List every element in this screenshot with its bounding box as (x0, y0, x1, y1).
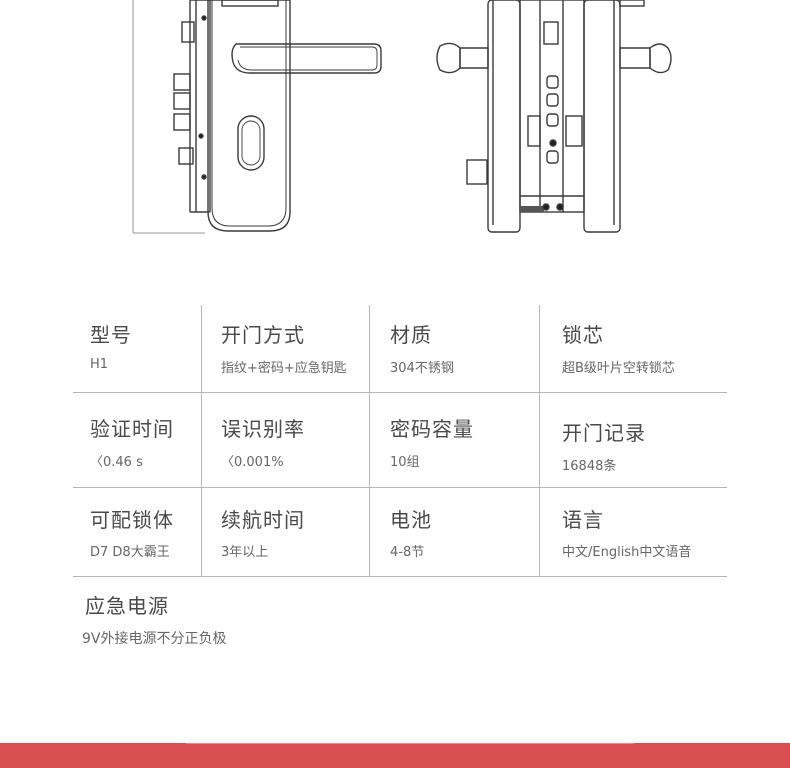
spec-row: 型号 H1 开门方式 指纹+密码+应急钥匙 材质 304不锈钢 锁芯 超B级叶片… (73, 305, 727, 393)
bottom-red-band (0, 743, 790, 768)
spec-value: 4-8节 (390, 545, 425, 560)
emergency-power-block: 应急电源 9V外接电源不分正负极 (82, 590, 226, 648)
spec-value: 〈0.001% (221, 455, 284, 470)
emergency-power-label: 应急电源 (85, 594, 169, 618)
band-divider (186, 743, 634, 744)
spec-cell-battery-life: 续航时间 3年以上 (201, 488, 369, 576)
spec-cell-compatible-body: 可配锁体 D7 D8大霸王 (73, 488, 201, 576)
spec-label: 密码容量 (390, 417, 474, 441)
spec-value: 超B级叶片空转锁芯 (562, 361, 675, 376)
spec-label: 可配锁体 (90, 508, 174, 532)
spec-label: 开门方式 (221, 323, 305, 347)
spec-label: 电池 (390, 508, 432, 532)
mortise-body (189, 0, 211, 213)
left-knob (459, 47, 489, 69)
spec-cell-lock-cylinder: 锁芯 超B级叶片空转锁芯 (539, 305, 727, 392)
spec-row: 验证时间 〈0.46 s 误识别率 〈0.001% 密码容量 10组 开门记录 … (73, 393, 727, 488)
spec-value: 304不锈钢 (390, 361, 454, 376)
spec-label: 开门记录 (562, 421, 646, 445)
right-knob (619, 47, 651, 69)
spec-label: 验证时间 (90, 417, 174, 441)
spec-cell-language: 语言 中文/English中文语音 (539, 488, 727, 576)
spec-value: 中文/English中文语音 (562, 545, 692, 560)
spec-cell-unlock-records: 开门记录 16848条 (539, 393, 727, 487)
spec-label: 锁芯 (562, 323, 604, 347)
spec-value: 〈0.46 s (90, 455, 143, 470)
spec-value: 16848条 (562, 459, 617, 474)
emergency-power-value: 9V外接电源不分正负极 (82, 631, 227, 647)
spec-label: 语言 (562, 508, 604, 532)
spec-label: 续航时间 (221, 508, 305, 532)
key-cover (237, 115, 265, 171)
spec-cell-unlock-method: 开门方式 指纹+密码+应急钥匙 (201, 305, 369, 392)
spec-cell-battery: 电池 4-8节 (369, 488, 539, 576)
front-panel (207, 0, 291, 232)
spec-label: 误识别率 (221, 417, 305, 441)
spec-value: 10组 (390, 455, 420, 470)
spec-value: D7 D8大霸王 (90, 545, 170, 560)
spec-cell-material: 材质 304不锈钢 (369, 305, 539, 392)
lever-handle (231, 43, 382, 74)
spec-label: 材质 (390, 323, 432, 347)
spec-value: 指纹+密码+应急钥匙 (221, 361, 347, 376)
lock-technical-drawing (132, 0, 672, 234)
spec-value: 3年以上 (221, 545, 269, 560)
spec-cell-false-accept-rate: 误识别率 〈0.001% (201, 393, 369, 487)
spec-table: 型号 H1 开门方式 指纹+密码+应急钥匙 材质 304不锈钢 锁芯 超B级叶片… (73, 305, 727, 577)
spec-row: 可配锁体 D7 D8大霸王 续航时间 3年以上 电池 4-8节 语言 中文/En… (73, 488, 727, 577)
side-mortise (519, 0, 585, 213)
spec-label: 型号 (90, 323, 132, 347)
spec-cell-verify-time: 验证时间 〈0.46 s (73, 393, 201, 487)
spec-value: H1 (90, 357, 109, 372)
spec-cell-password-capacity: 密码容量 10组 (369, 393, 539, 487)
spec-cell-model: 型号 H1 (73, 305, 201, 392)
